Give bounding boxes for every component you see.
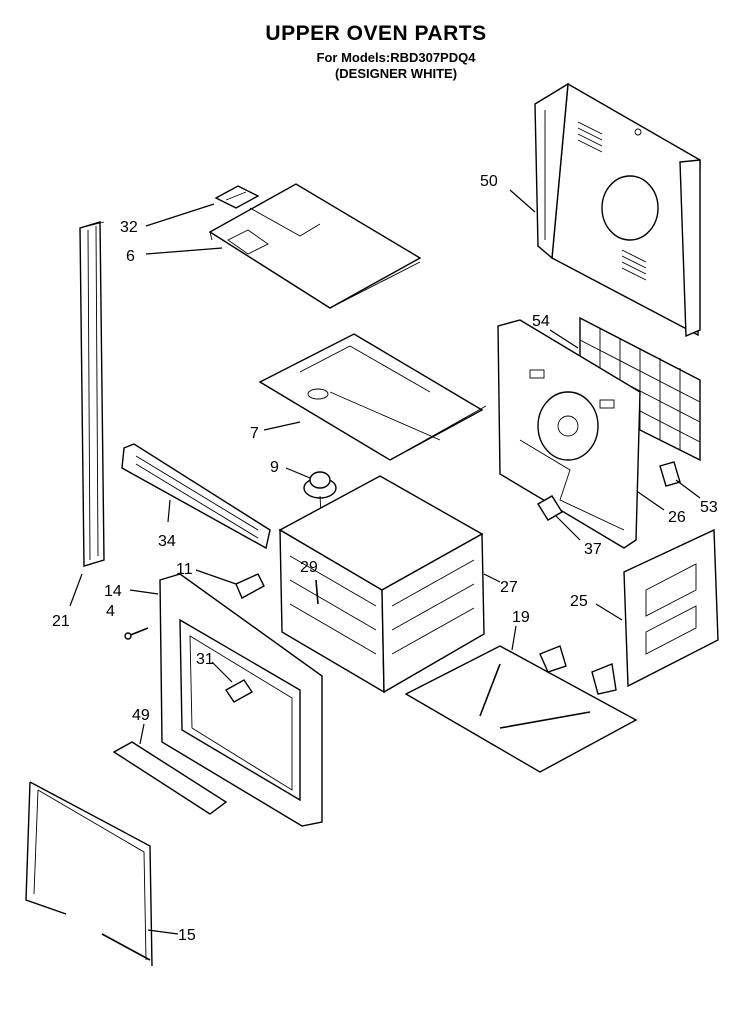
page-title: UPPER OVEN PARTS bbox=[265, 22, 487, 45]
callout-6[interactable]: 6 bbox=[126, 248, 135, 265]
part-37-sensor[interactable] bbox=[537, 495, 563, 521]
callout-4[interactable]: 4 bbox=[106, 603, 115, 620]
part-7-heat-shield[interactable] bbox=[258, 333, 487, 461]
leader-7 bbox=[263, 421, 301, 431]
callout-9[interactable]: 9 bbox=[270, 459, 279, 476]
callout-19[interactable]: 19 bbox=[512, 609, 530, 626]
callout-21[interactable]: 21 bbox=[52, 613, 70, 630]
callout-54[interactable]: 54 bbox=[532, 313, 550, 330]
callout-15[interactable]: 15 bbox=[178, 927, 196, 944]
part-14-front-frame[interactable] bbox=[159, 573, 323, 827]
callout-50[interactable]: 50 bbox=[480, 173, 498, 190]
part-25-side-wrapper[interactable] bbox=[623, 528, 719, 688]
part-31-latch[interactable] bbox=[224, 679, 254, 703]
part-32-bracket[interactable] bbox=[214, 185, 260, 209]
leader-50 bbox=[509, 189, 536, 213]
leader-25 bbox=[595, 603, 623, 621]
callout-37[interactable]: 37 bbox=[584, 541, 602, 558]
part-19-bottom-tray[interactable] bbox=[404, 645, 638, 773]
callout-14[interactable]: 14 bbox=[104, 583, 122, 600]
part-6-top-panel[interactable] bbox=[208, 183, 422, 309]
part-26-rear-wall[interactable] bbox=[497, 319, 641, 549]
part-21-side-trim[interactable] bbox=[79, 221, 105, 567]
part-15-door-gasket[interactable] bbox=[25, 781, 153, 967]
part-53-clip[interactable] bbox=[659, 461, 681, 487]
part-29-probe[interactable] bbox=[315, 579, 319, 605]
callout-27[interactable]: 27 bbox=[500, 579, 518, 596]
part-34-vent-grille[interactable] bbox=[121, 443, 271, 550]
leader-31 bbox=[211, 661, 233, 683]
callout-31[interactable]: 31 bbox=[196, 651, 214, 668]
leader-19 bbox=[511, 625, 517, 651]
leader-6 bbox=[145, 247, 223, 255]
part-50-rear-panel[interactable] bbox=[534, 82, 701, 338]
leader-9 bbox=[285, 467, 311, 479]
leader-11 bbox=[195, 569, 237, 585]
leader-14 bbox=[129, 589, 159, 595]
leader-32 bbox=[145, 203, 215, 227]
callout-32[interactable]: 32 bbox=[120, 219, 138, 236]
part-27-oven-cavity[interactable] bbox=[278, 475, 485, 694]
leader-54 bbox=[549, 329, 579, 349]
leader-21 bbox=[69, 573, 83, 607]
callout-29[interactable]: 29 bbox=[300, 559, 318, 576]
leader-49 bbox=[139, 723, 145, 745]
callout-25[interactable]: 25 bbox=[570, 593, 588, 610]
leader-53 bbox=[675, 479, 701, 499]
part-54-insulation-grid[interactable] bbox=[579, 316, 701, 462]
leader-27 bbox=[483, 573, 501, 583]
part-4-screw[interactable] bbox=[124, 627, 149, 640]
part-49-bottom-trim[interactable] bbox=[112, 741, 228, 815]
part-9-light-fixture[interactable] bbox=[303, 471, 337, 531]
callout-49[interactable]: 49 bbox=[132, 707, 150, 724]
color-line: (DESIGNER WHITE) bbox=[334, 66, 458, 81]
callout-7[interactable]: 7 bbox=[250, 425, 259, 442]
leader-34 bbox=[167, 499, 171, 523]
leader-15 bbox=[147, 929, 179, 935]
leader-26 bbox=[637, 491, 665, 511]
callout-34[interactable]: 34 bbox=[158, 533, 176, 550]
leader-37 bbox=[555, 515, 581, 541]
callout-26[interactable]: 26 bbox=[668, 509, 686, 526]
models-line: For Models:RBD307PDQ4 bbox=[316, 50, 476, 65]
part-11-socket[interactable] bbox=[235, 573, 265, 599]
callout-53[interactable]: 53 bbox=[700, 499, 718, 516]
